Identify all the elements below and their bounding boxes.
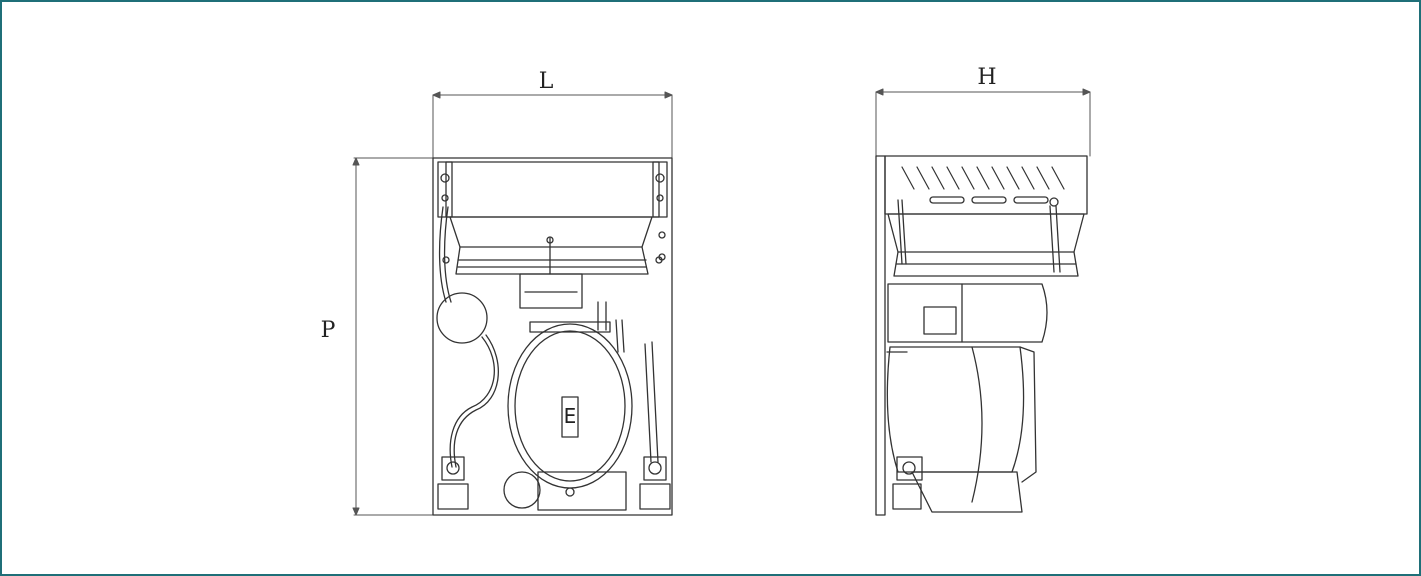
front-view [432,157,673,516]
dimension-label-width: L [538,69,554,94]
dimension-label-height: H [977,65,997,90]
compressor-logo: E [563,404,577,428]
dimension-label-depth: P [320,318,336,343]
side-view [875,155,1088,516]
dimension-lines [352,88,1091,516]
